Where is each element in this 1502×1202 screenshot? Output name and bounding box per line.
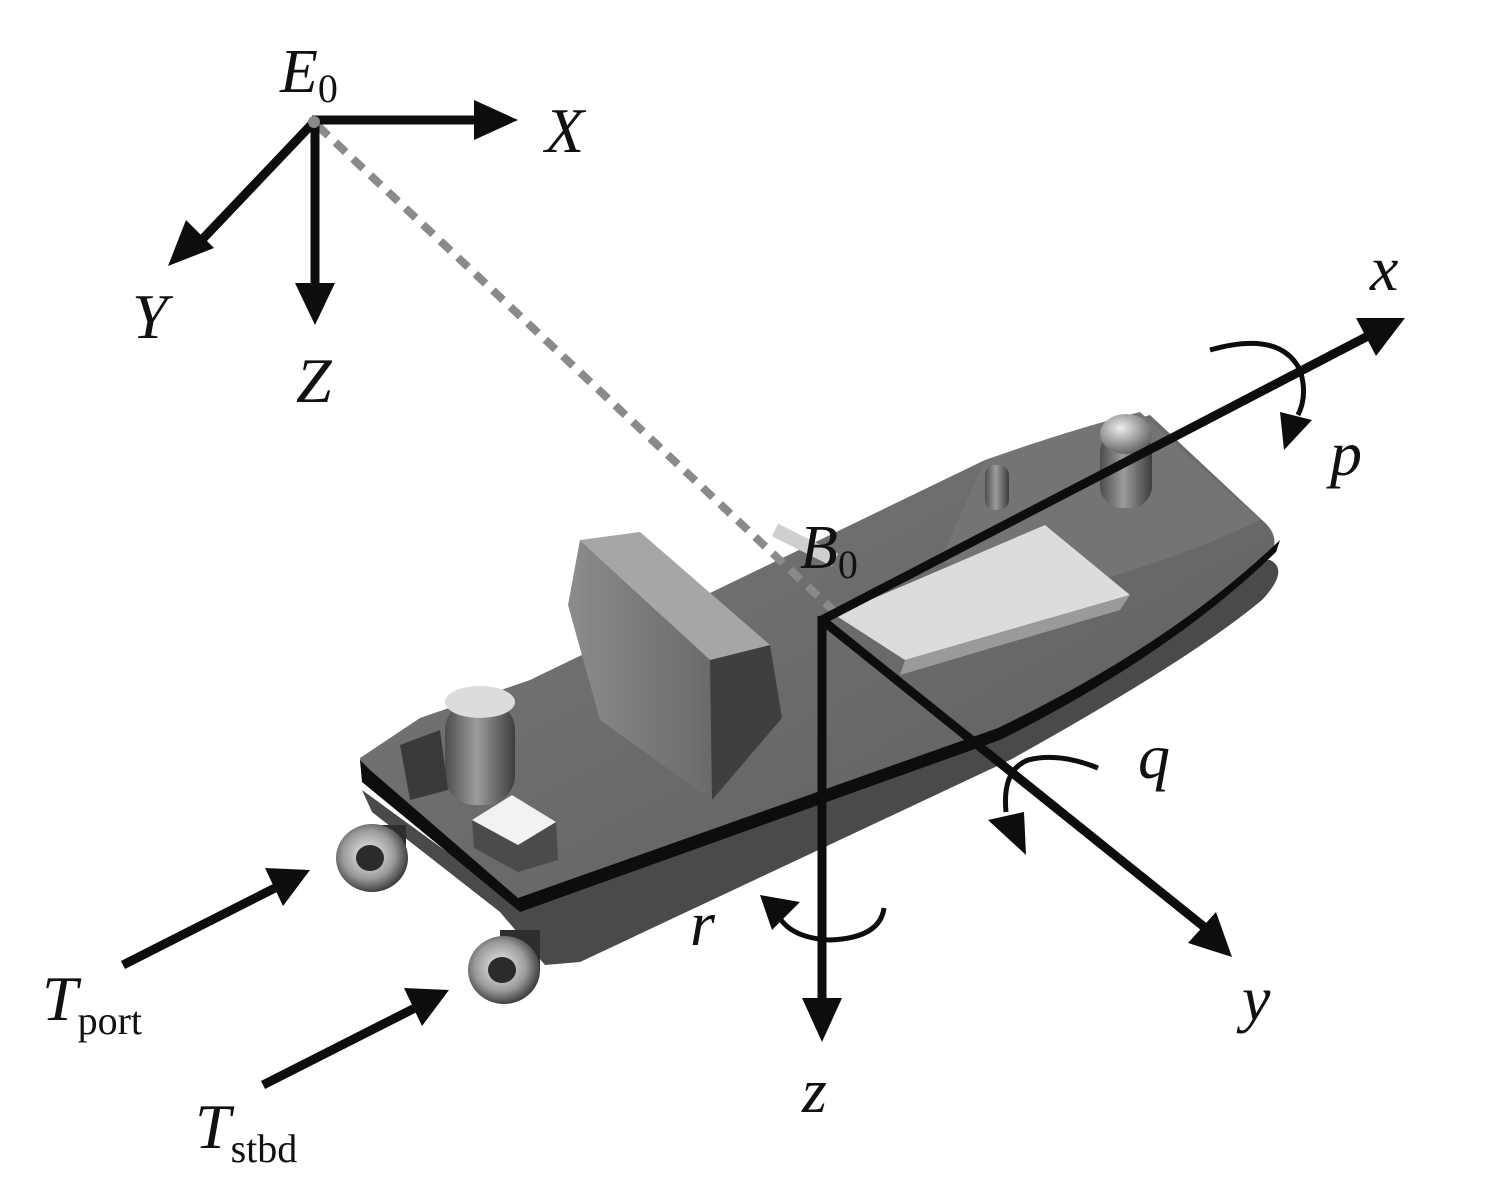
pitch-rate-label: q (1138, 721, 1170, 792)
stern-dark-block (400, 730, 448, 800)
pitch-rate-arc (1002, 754, 1099, 813)
thrust-arrows (120, 868, 449, 1090)
bow-dome-cap (1100, 414, 1152, 454)
cabin-side (568, 540, 712, 800)
body-frame (760, 318, 1405, 1042)
bow-post (985, 465, 1009, 510)
body-origin-label: B0 (800, 514, 858, 587)
body-z-label: z (801, 1055, 827, 1126)
body-y-axis (819, 616, 1211, 934)
stern-cylinder-top (445, 686, 515, 718)
body-y-label: y (1236, 963, 1271, 1034)
earth-y-axis (192, 120, 316, 250)
port-thrust-label: Tport (42, 963, 142, 1043)
usv-hull-model (336, 412, 1280, 1004)
stbd-thrust-arrow (260, 1003, 418, 1090)
yaw-rate-arc (775, 907, 887, 943)
deck-highlight-edge (900, 595, 1130, 675)
earth-y-arrowhead (168, 220, 214, 266)
port-propeller (336, 824, 408, 892)
stbd-thrust-label: Tstbd (195, 1091, 297, 1171)
position-vector-highlight (771, 523, 839, 567)
yaw-rate-arrowhead (760, 895, 800, 930)
earth-x-label: X (542, 95, 587, 166)
earth-frame (168, 100, 518, 325)
port-thrust-arrowhead (265, 868, 310, 906)
body-y-arrowhead (1188, 912, 1232, 957)
earth-x-arrowhead (474, 100, 518, 140)
earth-origin-dot (308, 116, 320, 128)
stern-box-top (472, 795, 556, 845)
earth-z-label: Z (296, 345, 333, 416)
roll-rate-label: p (1326, 418, 1362, 489)
body-x-label: x (1369, 233, 1398, 304)
stbd-propeller (468, 930, 540, 1004)
deck-highlight (835, 525, 1130, 660)
body-x-arrowhead (1356, 318, 1405, 356)
port-thrust-arrow (120, 883, 278, 970)
body-x-axis (819, 332, 1371, 624)
cabin-face (710, 645, 782, 800)
yaw-rate-label: r (690, 888, 716, 959)
position-vector-dashed (315, 123, 838, 615)
roll-rate-arrowhead (1280, 412, 1312, 450)
stern-cylinder (445, 700, 515, 805)
pitch-rate-arrowhead (988, 812, 1026, 855)
earth-y-label: Y (132, 281, 174, 352)
cabin-top (580, 532, 770, 660)
stbd-thrust-arrowhead (404, 988, 449, 1026)
earth-origin-label: E0 (279, 38, 338, 111)
roll-rate-arc (1209, 340, 1306, 417)
body-z-arrowhead (802, 998, 842, 1042)
earth-z-arrowhead (295, 283, 335, 325)
